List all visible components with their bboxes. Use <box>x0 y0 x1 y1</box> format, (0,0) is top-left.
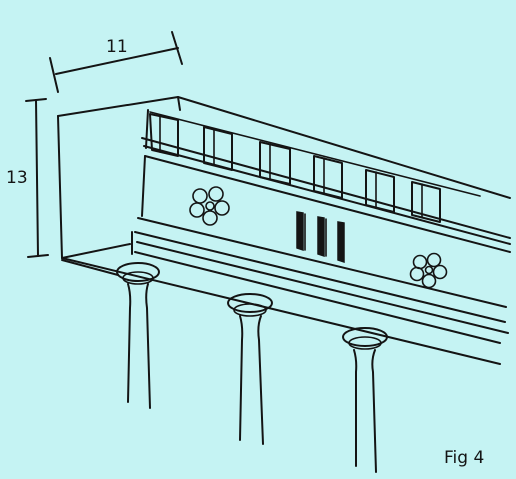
dentil-3 <box>259 141 291 185</box>
width-dimension-tick-right <box>171 31 183 65</box>
column-3 <box>342 327 388 473</box>
height-dimension-tick-top <box>25 98 47 102</box>
width-dimension: 11 <box>49 31 183 93</box>
triglyph <box>296 211 345 264</box>
height-dimension-label: 13 <box>6 168 28 188</box>
figure-caption: Fig 4 <box>444 448 484 468</box>
dentil-6 <box>411 181 441 223</box>
width-dimension-label: 11 <box>106 37 128 57</box>
rosette-right <box>409 252 448 289</box>
column-2 <box>227 293 273 445</box>
width-dimension-tick-left <box>49 57 59 93</box>
height-dimension-line <box>35 99 39 257</box>
column-1 <box>116 262 160 409</box>
dentil-1 <box>149 113 179 157</box>
height-dimension-tick-bottom <box>27 254 49 258</box>
dentil-4 <box>313 155 343 199</box>
dentil-2 <box>203 126 233 171</box>
rosette-left <box>189 186 230 226</box>
beam-end-face <box>57 96 511 259</box>
dentil-row <box>149 111 481 223</box>
height-dimension: 13 <box>6 98 49 258</box>
dentil-5 <box>365 169 395 213</box>
width-dimension-line <box>55 47 179 75</box>
beam-lower-steps <box>61 231 509 365</box>
